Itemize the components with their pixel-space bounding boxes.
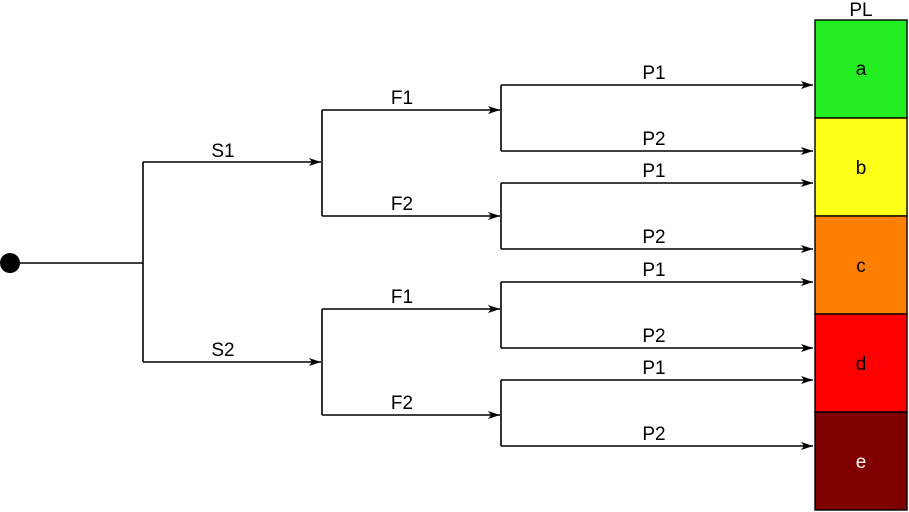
pl-block-a-label: a — [856, 59, 867, 80]
label-s2-f1: F1 — [391, 287, 413, 308]
label-s2-f1-p1: P1 — [642, 260, 665, 281]
root-node — [0, 253, 20, 273]
label-s1-f1: F1 — [391, 88, 413, 109]
label-s2-f1-p2: P2 — [642, 326, 665, 347]
label-s2-f2-p1: P1 — [642, 358, 665, 379]
label-s1: S1 — [211, 141, 234, 162]
label-s1-f1-p1: P1 — [642, 63, 665, 84]
pl-block-d-label: d — [856, 354, 867, 375]
pl-block-c — [814, 215, 908, 315]
pl-block-e — [814, 411, 908, 511]
pl-block-d — [814, 313, 908, 413]
label-s1-f2-p1: P1 — [642, 161, 665, 182]
label-s1-f1-p2: P2 — [642, 129, 665, 150]
label-s1-f2: F2 — [391, 194, 413, 215]
pl-block-b-label: b — [856, 158, 867, 179]
pl-block-e-label: e — [856, 452, 867, 473]
label-s2: S2 — [211, 340, 234, 361]
pl-title: PL — [849, 0, 872, 21]
label-s2-f2-p2: P2 — [642, 424, 665, 445]
pl-block-c-label: c — [856, 256, 866, 277]
label-s1-f2-p2: P2 — [642, 227, 665, 248]
label-s2-f2: F2 — [391, 393, 413, 414]
